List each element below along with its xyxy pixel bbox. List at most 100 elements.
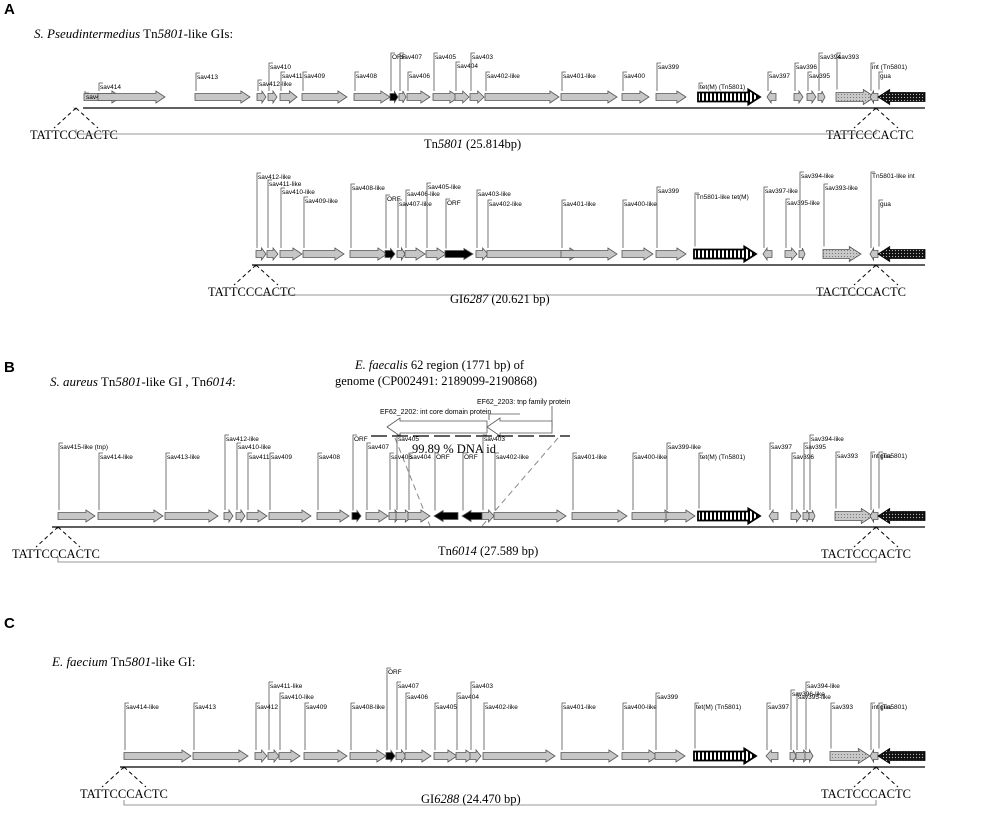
panel-letter-a: A <box>4 1 15 18</box>
gene-leader <box>98 82 103 91</box>
gene-shape <box>829 747 871 765</box>
site-left-mark: × <box>73 106 77 113</box>
title-part: Tn <box>140 26 158 41</box>
gene-arrow: sav394-like <box>804 681 840 764</box>
gene-arrow: ORF <box>385 667 402 763</box>
gene-arrow: tet(M) (Tn5801) <box>697 82 762 107</box>
gene-leader <box>396 434 401 510</box>
gene-leader <box>98 452 103 510</box>
gene-shape <box>762 246 773 262</box>
gene-arrow: sav405-like <box>425 182 461 261</box>
gene-arrow: sav397 <box>768 442 792 524</box>
gene-label: int (Tn5801) <box>872 453 907 460</box>
site-left-dash <box>233 264 279 286</box>
gene-arrow: sav411 <box>279 71 303 104</box>
gene-label: sav404 <box>457 63 478 70</box>
gene-leader <box>354 71 359 91</box>
gene-leader <box>256 172 261 248</box>
gene-shape <box>482 749 556 763</box>
element-name: GI6287 (20.621 bp) <box>450 292 550 306</box>
gene-shape <box>697 506 762 526</box>
gene-shape <box>432 90 460 104</box>
insert-gene-b-label: EF62_2202: int core domain protein <box>380 409 491 416</box>
gene-arrow: sav395-like <box>784 198 820 262</box>
gene-leader <box>656 186 661 248</box>
left-insertion-site: TATTCCCACTC <box>80 787 168 801</box>
site-right-mark: × <box>873 263 877 270</box>
gene-label: sav395 <box>805 444 826 451</box>
gene-arrow: ORF <box>433 452 459 523</box>
gene-shape <box>246 509 268 523</box>
gene-label: sav395-like <box>798 694 831 701</box>
gene-shape <box>621 749 659 763</box>
gene-leader <box>878 451 883 509</box>
gene-arrow: sav397 <box>765 702 789 764</box>
gene-leader <box>456 692 461 750</box>
site-right-dash <box>853 766 899 788</box>
gene-shape <box>404 247 426 261</box>
gene-leader <box>655 692 660 750</box>
gene-shape <box>790 508 802 524</box>
gene-label: sav393-like <box>825 185 858 192</box>
gene-arrow: sav406 <box>406 71 431 104</box>
gene-arrow: sav412-like <box>223 434 259 524</box>
element-size: (24.470 bp) <box>459 792 520 806</box>
gene-label: gua <box>880 704 891 711</box>
insert-identity: 99.89 % DNA id <box>412 442 497 456</box>
gene-label: sav397-like <box>765 188 798 195</box>
gene-label: sav409 <box>306 704 327 711</box>
gene-label: sav406 <box>409 73 430 80</box>
gene-shape <box>806 89 817 105</box>
gene-leader <box>268 62 273 91</box>
gene-leader <box>476 189 481 248</box>
insert-mapping-line-left <box>394 437 431 527</box>
gene-leader <box>195 72 200 91</box>
gene-label: sav406 <box>391 454 412 461</box>
gene-shape <box>349 247 388 261</box>
gene-shape <box>560 90 618 104</box>
gene-arrow: sav405 <box>432 52 460 104</box>
gene-shape <box>254 748 268 764</box>
site-left-dash <box>35 526 81 548</box>
element-number: 5801 <box>438 137 463 151</box>
gene-leader <box>193 702 198 750</box>
gene-shape <box>268 509 312 523</box>
gene-leader <box>405 189 410 248</box>
gene-shape <box>869 89 879 105</box>
gene-leader <box>870 702 875 750</box>
gene-arrow: sav401-like <box>560 71 618 104</box>
gene-label: tet(M) (Tn5801) <box>696 704 741 711</box>
gene-label: sav401-like <box>574 454 607 461</box>
gene-arrow: sav407 <box>365 442 389 523</box>
gene-shape <box>560 247 618 261</box>
gene-leader <box>572 452 577 510</box>
gene-arrow: sav407 <box>395 681 419 764</box>
gene-leader <box>317 452 322 510</box>
gene-leader <box>494 452 499 510</box>
gene-shape <box>693 746 758 766</box>
site-left-mark: × <box>253 263 257 270</box>
gene-shape <box>267 89 278 105</box>
gene-shape <box>808 509 816 523</box>
gene-arrow: sav400-like <box>631 452 675 523</box>
gene-leader <box>482 434 487 510</box>
title-part: S. Pseudintermedius <box>34 26 140 41</box>
insert-gene-a-label: EF62_2203: tnp family protein <box>477 399 570 406</box>
gene-shape <box>665 509 696 523</box>
gene-leader <box>694 702 699 749</box>
gene-shape <box>365 509 389 523</box>
gene-shape <box>97 509 164 523</box>
gene-leader <box>366 442 371 510</box>
gene-shape <box>765 748 779 764</box>
gene-arrow: sav402-like <box>482 702 556 763</box>
gene-arrow: sav415-like (tnp) <box>57 442 108 523</box>
gene-leader <box>433 52 438 91</box>
gene-shape <box>279 90 298 104</box>
gene-label: sav407 <box>368 444 389 451</box>
gene-label: sav407 <box>398 683 419 690</box>
gene-arrow: sav409-like <box>302 196 345 261</box>
gene-arrow: sav396-like <box>789 689 825 763</box>
gene-arrow: sav401-like <box>560 199 618 261</box>
gene-label: sav409-like <box>305 198 338 205</box>
gene-leader <box>257 79 262 91</box>
